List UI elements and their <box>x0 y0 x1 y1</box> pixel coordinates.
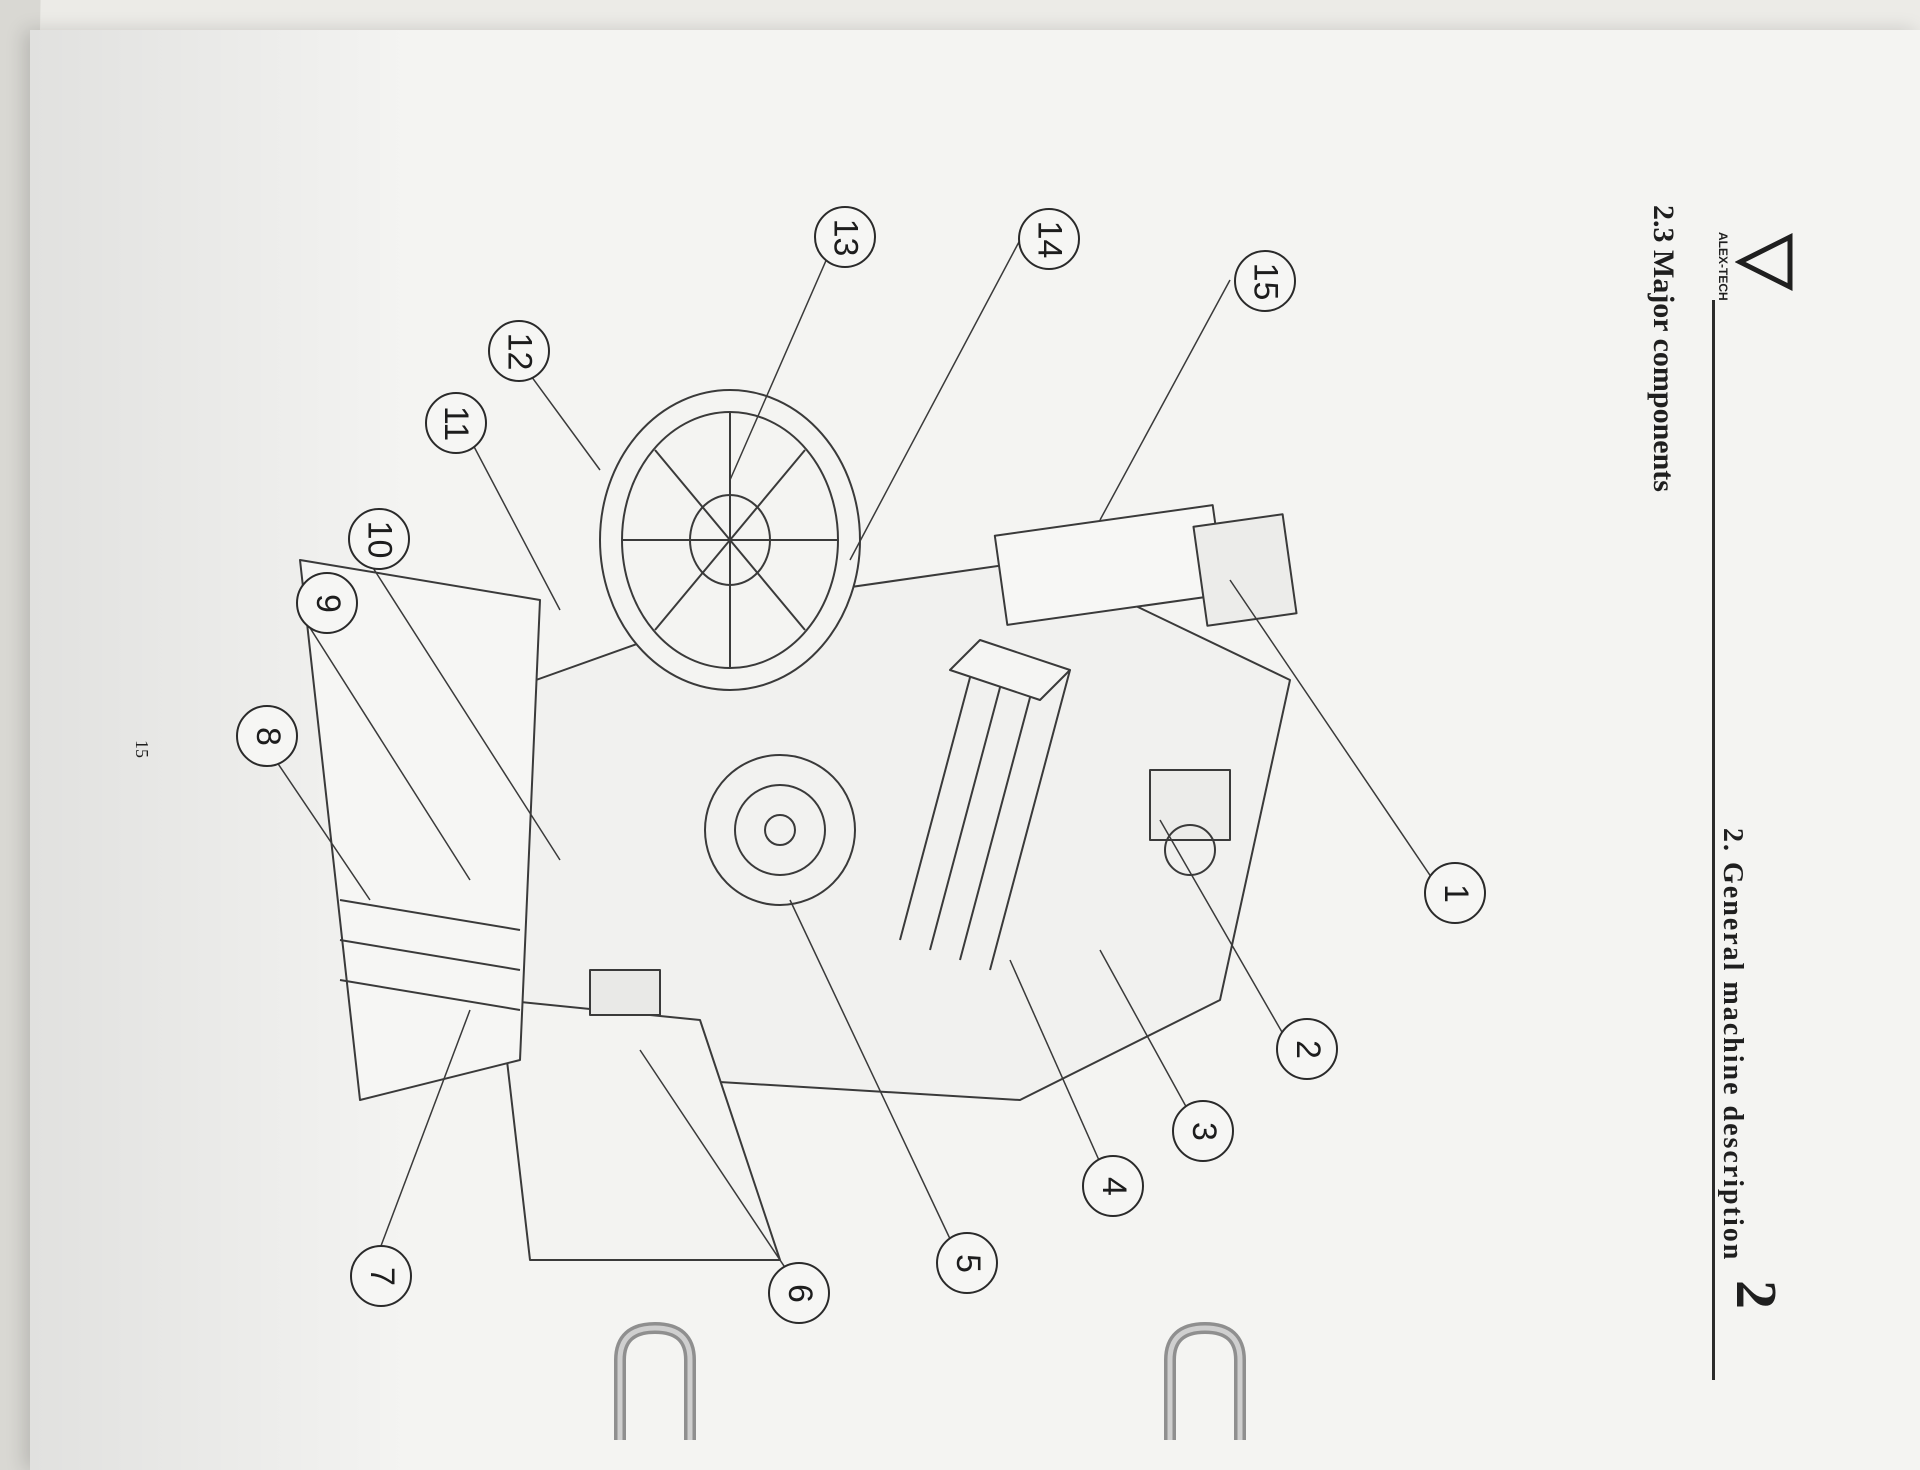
binder-ring-icon <box>1164 1321 1246 1440</box>
callout-14: 14 <box>1018 208 1080 270</box>
callout-4: 4 <box>1082 1155 1144 1217</box>
alex-tech-logo-icon <box>1735 232 1793 292</box>
binder-ring-icon <box>614 1321 696 1440</box>
chip-conveyor <box>299 559 541 1101</box>
callout-2: 2 <box>1276 1018 1338 1080</box>
callout-5: 5 <box>936 1232 998 1294</box>
tool-turret <box>704 754 856 906</box>
page-number: 15 <box>132 740 152 758</box>
callout-3: 3 <box>1172 1100 1234 1162</box>
photo-scene: ALEX-TECH 2. General machine description… <box>30 0 1920 1470</box>
chapter-number: 2 <box>1724 1280 1789 1309</box>
chapter-title: 2. General machine description <box>1717 828 1748 1262</box>
callout-12: 12 <box>488 320 550 382</box>
callout-1: 1 <box>1424 862 1486 924</box>
header-rule <box>1712 300 1715 1380</box>
callout-6: 6 <box>768 1262 830 1324</box>
callout-11: 11 <box>425 392 487 454</box>
callout-8: 8 <box>236 705 298 767</box>
callout-9: 9 <box>296 572 358 634</box>
cross-rail <box>993 504 1227 626</box>
callout-15: 15 <box>1234 250 1296 312</box>
callout-7: 7 <box>350 1245 412 1307</box>
machine-drawing <box>261 239 1441 1291</box>
callout-13: 13 <box>814 206 876 268</box>
callout-10: 10 <box>348 508 410 570</box>
logo-label: ALEX-TECH <box>1716 232 1730 301</box>
section-heading: 2.3 Major components <box>1647 205 1680 492</box>
drive-motor <box>1192 513 1298 627</box>
